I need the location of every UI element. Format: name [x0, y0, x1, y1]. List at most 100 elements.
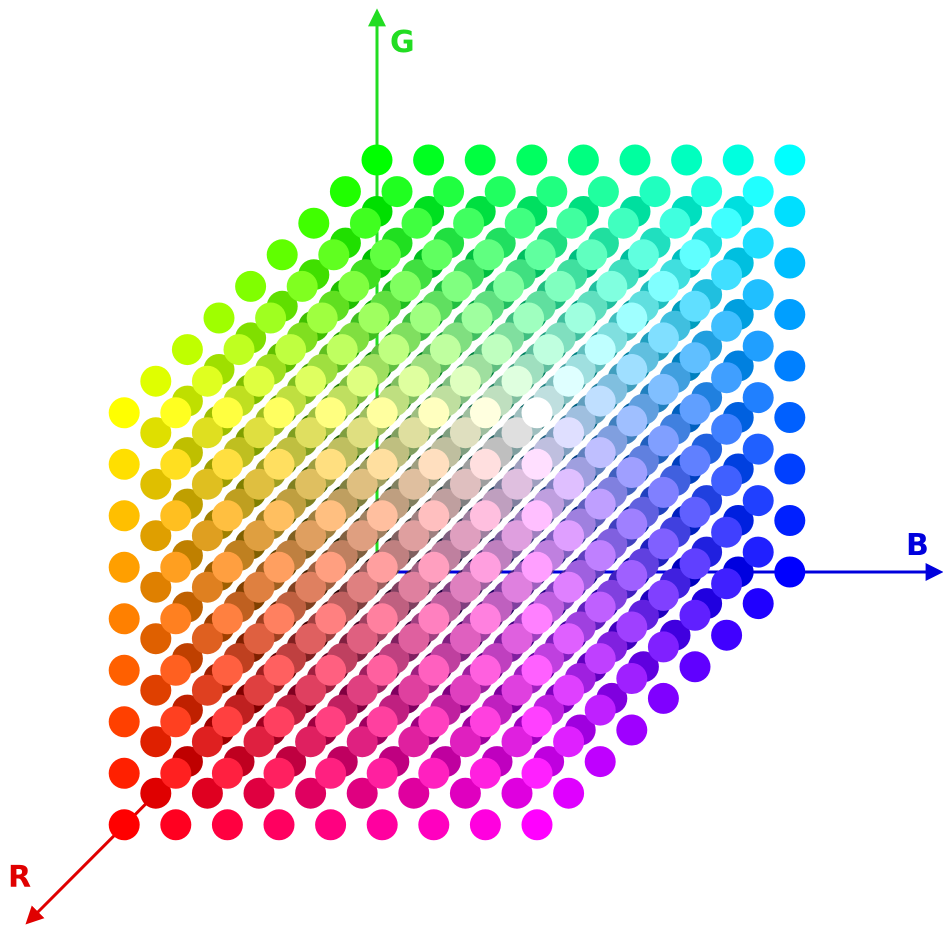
color-dot — [398, 417, 430, 449]
color-dot — [295, 777, 327, 809]
color-dot — [516, 144, 548, 176]
color-dot — [659, 207, 691, 239]
color-dot — [742, 588, 774, 620]
color-dot — [398, 623, 430, 655]
color-dot — [679, 393, 711, 425]
color-dot — [501, 365, 533, 397]
color-dot — [346, 674, 378, 706]
color-dot — [616, 457, 648, 488]
color-dot — [553, 365, 585, 397]
color-dot — [501, 417, 533, 449]
color-dot — [263, 603, 295, 635]
color-dot — [108, 654, 140, 686]
color-dot — [315, 448, 347, 480]
color-dot — [587, 176, 619, 208]
color-dot — [679, 496, 711, 528]
color-dot — [711, 362, 743, 394]
color-dot — [469, 551, 501, 583]
color-dot — [501, 674, 533, 706]
color-dot — [381, 176, 413, 208]
color-dot — [647, 476, 679, 508]
color-dot — [521, 448, 553, 480]
color-dot — [521, 397, 553, 429]
color-dot — [742, 536, 774, 568]
color-dot — [647, 631, 679, 663]
color-dot — [679, 445, 711, 477]
color-dot — [160, 706, 192, 738]
color-dot — [140, 417, 172, 449]
color-dot — [418, 448, 450, 480]
color-dot — [449, 726, 481, 758]
color-dot — [774, 299, 806, 330]
color-dot — [774, 350, 806, 382]
color-dot — [366, 654, 398, 686]
color-dot — [366, 603, 398, 635]
color-dot — [295, 726, 327, 758]
color-dot — [275, 334, 307, 366]
color-dot — [453, 207, 485, 239]
color-dot — [140, 365, 172, 397]
color-dot — [389, 270, 421, 302]
color-dot — [243, 674, 275, 706]
color-dot — [295, 571, 327, 603]
color-dot — [295, 365, 327, 397]
color-dot — [366, 397, 398, 429]
color-dot — [449, 417, 481, 449]
color-dot — [722, 144, 754, 176]
color-dot — [140, 468, 172, 500]
color-dot — [346, 520, 378, 552]
color-dot — [398, 726, 430, 758]
color-dot — [211, 448, 243, 480]
color-dot — [191, 520, 223, 552]
color-dot — [315, 757, 347, 789]
color-dot — [243, 365, 275, 397]
color-dot — [449, 571, 481, 603]
color-dot — [140, 674, 172, 706]
color-dot — [366, 551, 398, 583]
color-dot — [679, 599, 711, 631]
color-dot — [191, 417, 223, 449]
color-dot — [774, 196, 806, 227]
color-dot — [627, 239, 659, 271]
color-dot — [469, 397, 501, 429]
color-dot — [521, 603, 553, 635]
color-dot — [521, 654, 553, 686]
color-dot — [263, 551, 295, 583]
color-dot — [211, 603, 243, 635]
color-dot — [433, 176, 465, 208]
color-dot — [263, 706, 295, 738]
color-dot — [243, 623, 275, 655]
color-dot — [418, 551, 450, 583]
color-dot — [140, 777, 172, 809]
color-dot — [564, 302, 596, 334]
color-dot — [361, 144, 393, 176]
color-dot — [295, 520, 327, 552]
color-dot — [671, 144, 703, 176]
color-dot — [774, 453, 806, 485]
color-dot — [742, 279, 774, 311]
color-dot — [679, 290, 711, 322]
color-dot — [409, 302, 441, 334]
color-dot — [616, 560, 648, 591]
color-dot — [191, 777, 223, 809]
color-dot — [449, 674, 481, 706]
color-dot — [329, 176, 361, 208]
color-dot — [616, 714, 648, 746]
color-dot — [366, 757, 398, 789]
color-dot — [484, 176, 516, 208]
color-dot — [346, 417, 378, 449]
color-dot — [567, 144, 599, 176]
color-dot — [243, 726, 275, 758]
color-dot — [418, 654, 450, 686]
color-dot — [298, 207, 330, 239]
color-dot — [679, 342, 711, 374]
color-dot — [616, 405, 648, 437]
color-dot — [418, 809, 450, 841]
color-dot — [160, 809, 192, 841]
color-dot — [398, 365, 430, 397]
color-dot — [318, 239, 350, 271]
color-dot — [596, 270, 628, 302]
color-dot — [211, 706, 243, 738]
color-dot — [469, 500, 501, 532]
color-dot — [711, 619, 743, 651]
